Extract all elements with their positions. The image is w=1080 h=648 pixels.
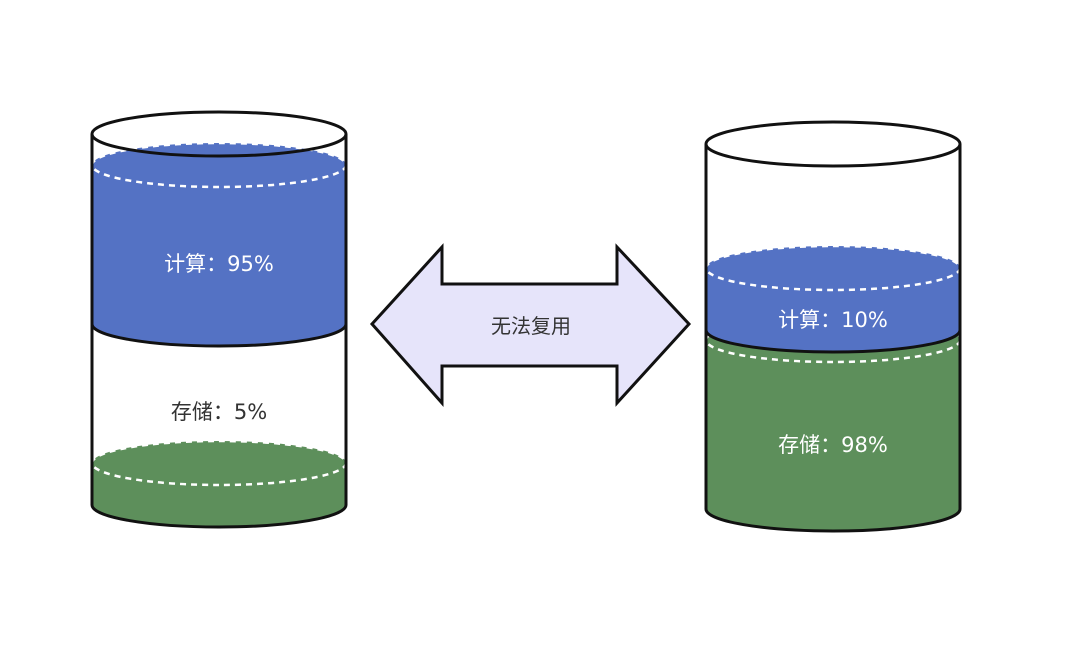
right-cylinder-top <box>704 120 962 168</box>
right-cylinder: 计算：10% 存储：98% <box>704 120 962 533</box>
left-storage-label: 存储：5% <box>171 400 267 424</box>
double-arrow: 无法复用 <box>369 243 692 407</box>
left-compute-fill <box>92 143 346 346</box>
left-compute-label: 计算：95% <box>164 252 274 276</box>
left-compute-bottom-edge <box>90 323 348 348</box>
double-arrow-shape <box>369 243 692 407</box>
arrow-label: 无法复用 <box>491 314 571 338</box>
right-compute-label: 计算：10% <box>778 308 888 332</box>
left-cylinder-bottom <box>90 504 348 529</box>
right-compute-fill <box>706 246 960 352</box>
right-storage-fill <box>706 318 960 531</box>
left-cylinder: 计算：95% 存储：5% <box>90 110 348 529</box>
right-cylinder-bottom <box>704 508 962 533</box>
right-storage-label: 存储：98% <box>778 433 888 457</box>
right-compute-bottom-edge <box>704 329 962 354</box>
